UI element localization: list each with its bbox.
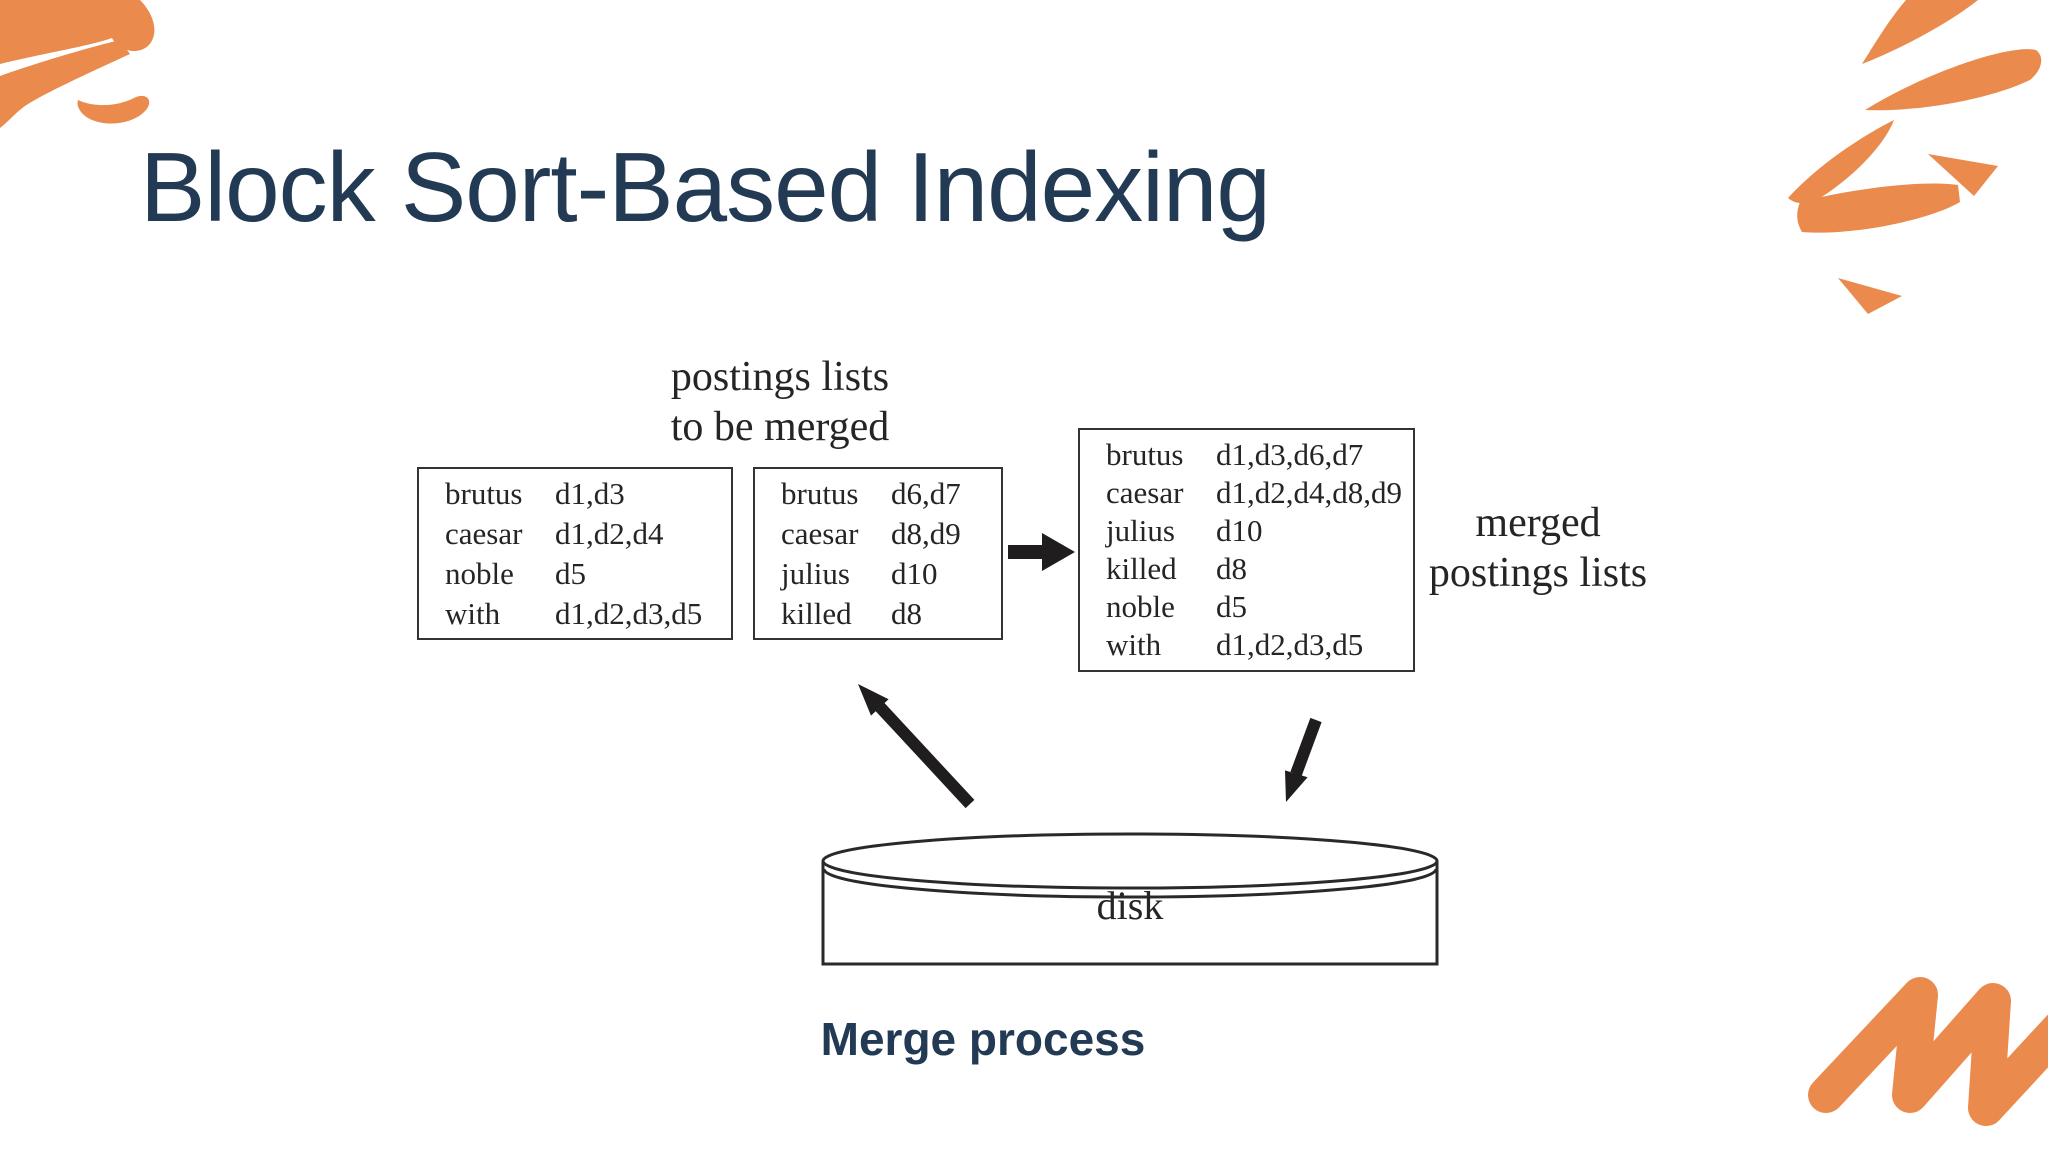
brush-stroke-bottom-right-icon <box>1808 977 2048 1126</box>
postings-lists-label: postings lists to be merged <box>600 352 960 453</box>
write-to-disk-arrow-icon <box>1285 717 1322 802</box>
read-from-disk-arrow-icon <box>858 684 975 809</box>
merged-lists-label-line2: postings lists <box>1428 550 1648 597</box>
postings-lists-label-line1: postings lists <box>670 354 890 400</box>
postings-lists-label-line2: to be merged <box>670 404 890 451</box>
brush-stroke-top-right-icon <box>1788 0 2042 314</box>
merged-lists-label-line1: merged <box>1475 500 1601 546</box>
merge-arrow-icon <box>1008 533 1075 571</box>
slide-caption: Merge process <box>820 1013 1146 1065</box>
merged-lists-label: merged postings lists <box>1408 498 1668 599</box>
brush-stroke-top-left-icon <box>0 0 155 128</box>
page-title: Block Sort-Based Indexing <box>140 132 1271 242</box>
disk-label: disk <box>1096 883 1164 928</box>
